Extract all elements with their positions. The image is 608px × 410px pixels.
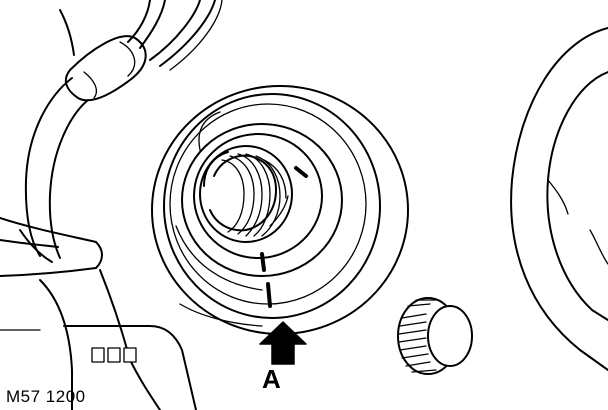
alignment-marks <box>260 166 308 308</box>
ignition-switch-bezel <box>151 85 409 335</box>
threaded-lock-barrel <box>199 145 293 243</box>
figure-reference-code: M57 1200 <box>6 387 86 406</box>
switch-panel <box>91 347 137 363</box>
housing-edge <box>179 303 263 327</box>
steering-wheel-rim <box>510 27 608 371</box>
callout-arrow <box>259 321 307 365</box>
wiring-harness <box>19 0 223 263</box>
callout-label: A <box>262 364 281 394</box>
rotary-knob <box>397 297 473 375</box>
steering-column-housing <box>0 9 197 410</box>
